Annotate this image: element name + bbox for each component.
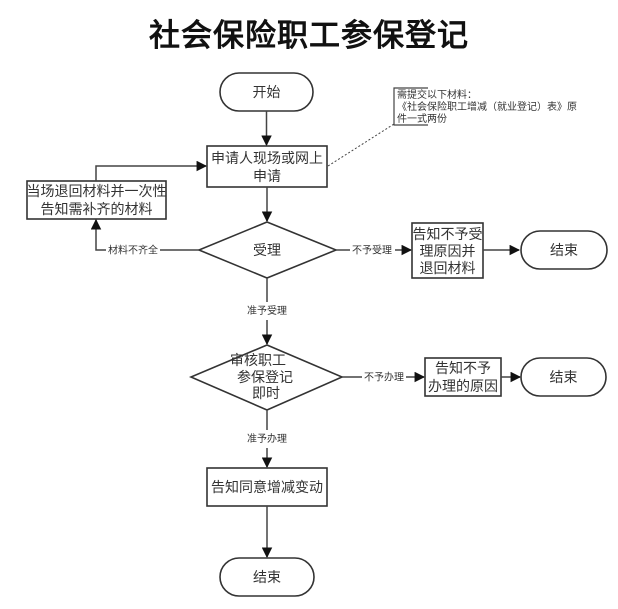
edge-label-bg xyxy=(363,370,405,384)
note-line-3: 件一式两份 xyxy=(397,112,447,125)
edge-label-not-accept: 不予受理 xyxy=(352,245,392,257)
reject-handle-node xyxy=(424,357,502,397)
approve-label: 告知同意增减变动 xyxy=(211,479,323,496)
review-label-2: 参保登记 xyxy=(237,369,293,386)
reject-handle-label-1: 告知不予 xyxy=(435,360,491,377)
end-node-3 xyxy=(219,557,315,597)
reject-notice-label-1: 告知不予受 xyxy=(413,226,483,243)
edge-label-accepted: 准予受理 xyxy=(247,305,287,317)
review-label-3: 即时 xyxy=(252,386,280,402)
chart-title: 社会保险职工参保登记 xyxy=(149,18,469,54)
edge-label-bg xyxy=(246,305,288,317)
return-materials-label-2: 告知需补齐的材料 xyxy=(41,201,153,218)
edge-label-bg xyxy=(246,432,288,445)
edge-label-not-handle: 不予办理 xyxy=(364,371,404,384)
end-node-1 xyxy=(520,230,608,270)
end-node-2 xyxy=(520,357,607,397)
note-connector xyxy=(327,123,395,167)
reject-notice-label-2: 理原因并 xyxy=(420,244,476,260)
edge-accept-incomplete-b xyxy=(90,218,106,251)
review-label-1: 审核职工 xyxy=(230,353,286,369)
edge-label-bg xyxy=(107,243,159,257)
reject-notice-label-3: 退回材料 xyxy=(420,261,476,277)
return-materials-label-1: 当场退回材料并一次性 xyxy=(27,184,167,200)
end-label-1: 结束 xyxy=(550,243,578,259)
end-label-2: 结束 xyxy=(550,370,578,386)
edge-label-handled: 准予办理 xyxy=(247,432,287,445)
note-bracket xyxy=(393,87,428,126)
end-label-3: 结束 xyxy=(253,570,281,586)
reject-notice-node xyxy=(411,222,484,279)
apply-label-1: 申请人现场或网上 xyxy=(211,151,323,167)
note-line-2: 《社会保险职工增减（就业登记）表》原 xyxy=(397,100,577,113)
edge-return-apply xyxy=(95,160,208,181)
reject-handle-label-2: 办理的原因 xyxy=(428,379,498,395)
edge-label-bg xyxy=(351,244,393,257)
note-line-1: 需提交以下材料： xyxy=(397,88,477,101)
start-label: 开始 xyxy=(253,85,281,101)
apply-label-2: 申请 xyxy=(253,169,281,185)
accept-label: 受理 xyxy=(253,243,281,259)
edge-label-incomplete: 材料不齐全 xyxy=(108,244,158,257)
